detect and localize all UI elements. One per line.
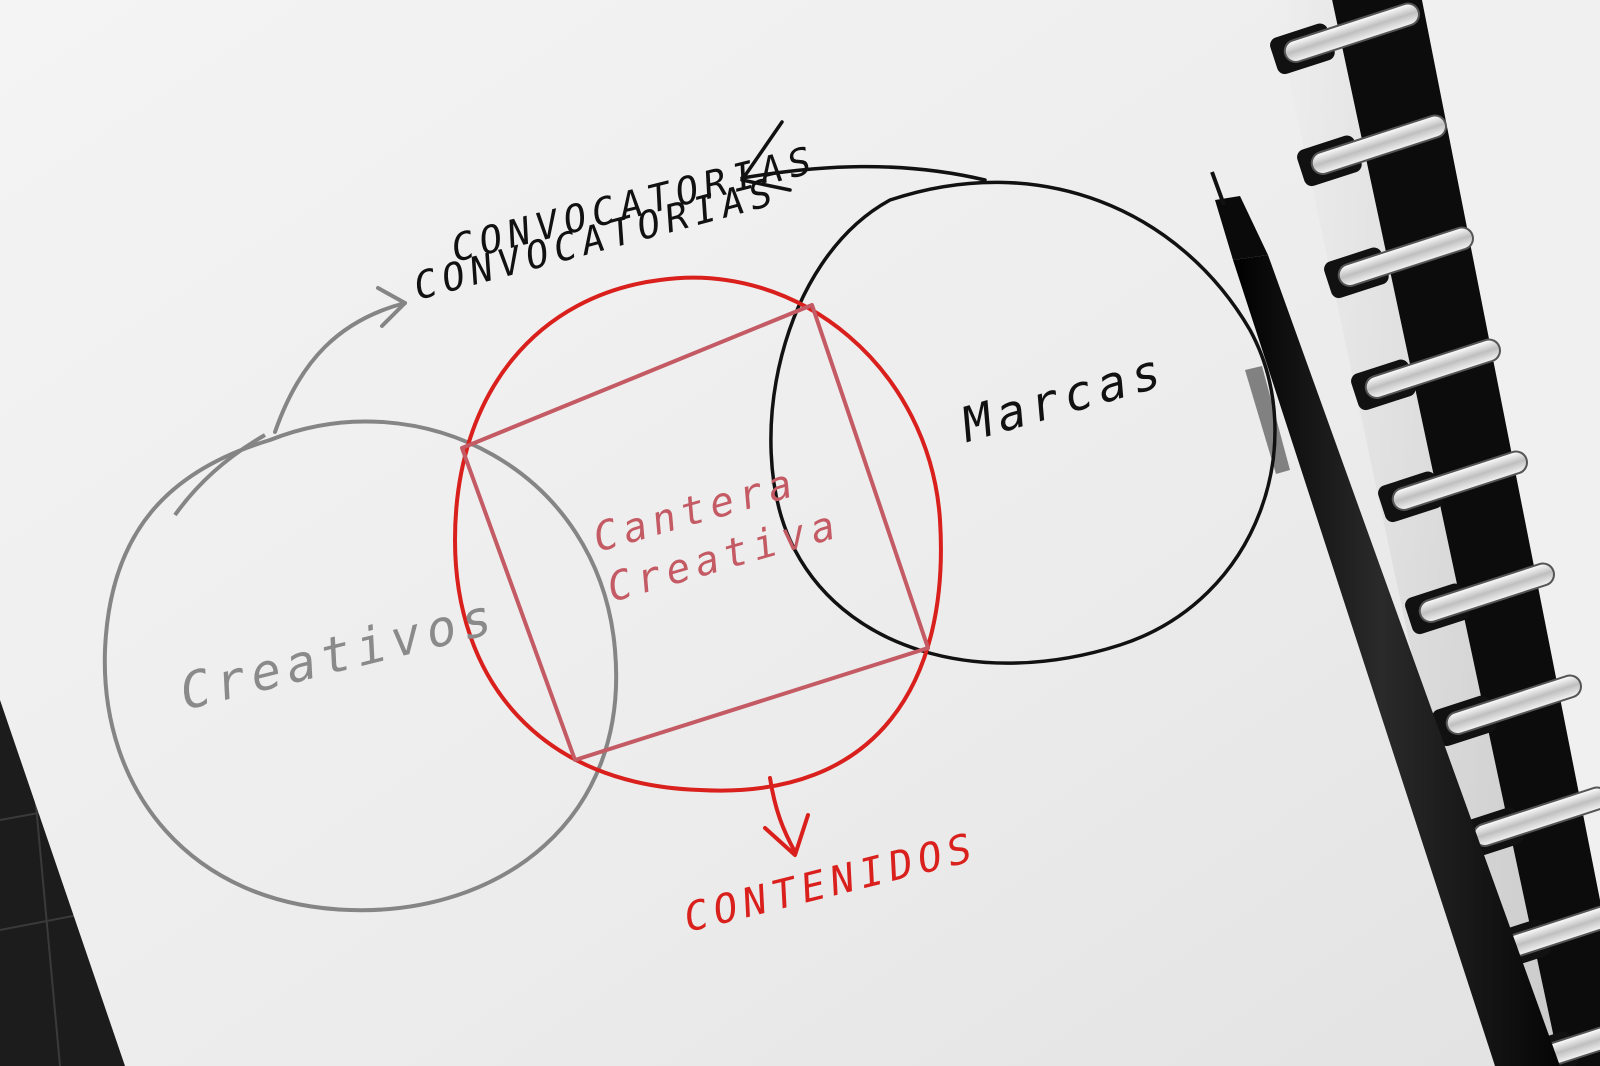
spiral-ring <box>1270 2 1420 75</box>
marcas-circle <box>769 180 1277 665</box>
spiral-ring <box>1324 226 1474 299</box>
contenidos-arrowhead <box>763 813 810 857</box>
spiral-ring <box>1297 114 1447 187</box>
creativos-circle-overlap-stroke <box>173 433 266 517</box>
contenidos-arrow <box>768 776 797 854</box>
marcas-arrowhead <box>740 120 792 192</box>
spiral-rings <box>1270 2 1600 1066</box>
creativos-arrow <box>273 301 407 434</box>
marcas-arrow <box>740 164 987 182</box>
cantera-circle <box>452 275 943 793</box>
binding-cover <box>1421 0 1600 900</box>
cantera-square <box>460 303 930 762</box>
spiral-ring <box>1432 674 1582 747</box>
creativos-arrowhead <box>376 286 407 328</box>
creativos-circle <box>102 419 619 913</box>
spiral-ring <box>1405 562 1555 635</box>
spiral-ring <box>1351 338 1501 411</box>
pen <box>1210 171 1560 1066</box>
spiral-ring <box>1378 450 1528 523</box>
